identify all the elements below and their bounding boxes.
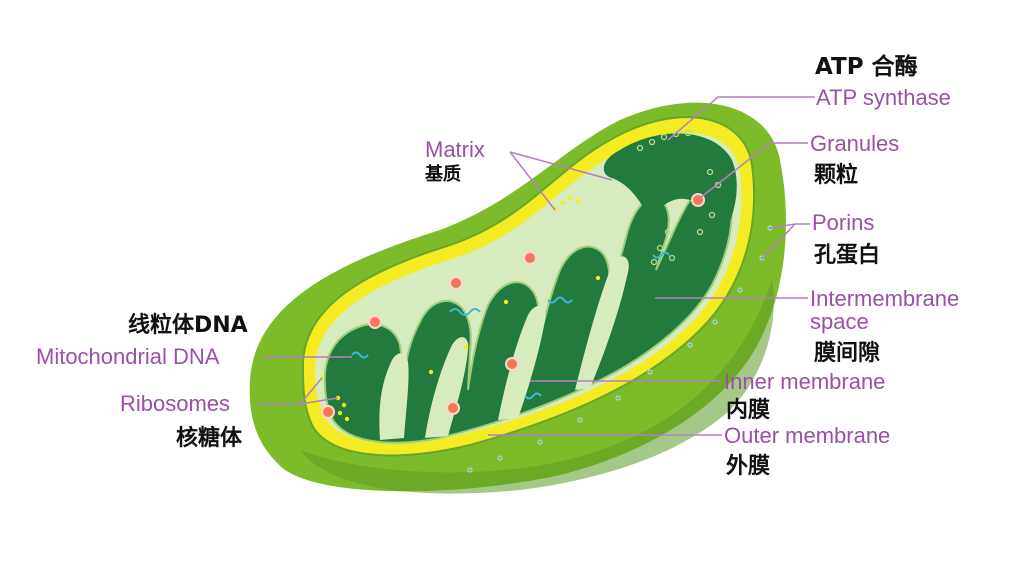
ribosome-dot (463, 344, 469, 350)
atp-particle (708, 211, 716, 219)
ribosomes-label-en: Ribosomes (120, 391, 231, 416)
crista-fold-1 (379, 353, 409, 440)
atp-particle (672, 130, 680, 138)
ribosome-dot (567, 195, 573, 201)
dna-strand (547, 296, 573, 304)
outer-membrane-label-cn: 外膜 (726, 454, 771, 479)
ribosome-dot (575, 198, 581, 204)
mitochondrial-dna (351, 251, 670, 400)
dna-strand (652, 251, 670, 259)
ribosomes (319, 195, 601, 422)
ribosome-dot (337, 410, 343, 416)
porin-dot (497, 455, 503, 461)
atp-particle (636, 144, 644, 152)
inner-membrane-label-en: Inner membrane (724, 369, 886, 394)
ribosome-dot (344, 416, 350, 422)
porins-label-cn: 孔蛋白 (814, 243, 881, 268)
granule-4 (368, 315, 382, 329)
porin-dots (467, 225, 773, 473)
intermembrane-label-cn: 膜间隙 (814, 341, 881, 366)
granule-2 (449, 276, 463, 290)
inner-membrane-label-cn: 内膜 (726, 398, 771, 423)
crista-fold-2 (425, 337, 469, 438)
atp-particle (684, 129, 692, 137)
porin-dot (687, 342, 693, 348)
leader-porins (762, 223, 810, 259)
outer-membrane-label-en: Outer membrane (724, 423, 891, 448)
granules-label-cn: 颗粒 (814, 163, 859, 188)
atp-particle (656, 244, 664, 252)
leader-atp-synthase (667, 96, 815, 141)
porin-dot (712, 319, 718, 325)
atp-synthase-particles (636, 129, 722, 266)
intermembrane-label-en-2: space (810, 309, 869, 334)
outer-membrane-shadow (300, 280, 774, 494)
atp-particle (660, 133, 668, 141)
atp-synthase-label-cn: ATP 合酶 (815, 54, 918, 80)
ribosome-dot (341, 402, 347, 408)
matrix-label-cn: 基质 (425, 164, 461, 185)
atp-synthase-label-en: ATP synthase (816, 85, 951, 110)
porins-label-en: Porins (812, 210, 875, 235)
atp-particle (648, 138, 656, 146)
mitochondrial-dna-label-en: Mitochondrial DNA (36, 344, 220, 369)
dna-strand (449, 308, 481, 316)
atp-particle (696, 228, 704, 236)
leader-granules (699, 142, 808, 199)
crista-fold-4 (575, 256, 629, 390)
matrix-label-en: Matrix (425, 137, 485, 162)
ribosome-dot (503, 299, 509, 305)
ribosome-dot (553, 206, 559, 212)
porin-dot (647, 369, 653, 375)
granule-7 (321, 405, 335, 419)
matrix-upper-right (603, 133, 737, 240)
crista-fold-3 (498, 305, 546, 420)
atp-particle (650, 258, 658, 266)
ribosome-dot (560, 200, 566, 206)
crista-fold-5 (550, 192, 603, 226)
ribosomes-label-cn: 核糖体 (176, 426, 243, 451)
mitochondrial-dna-label-cn: 线粒体DNA (128, 313, 248, 338)
granule-5 (505, 357, 519, 371)
porin-dot (737, 287, 743, 293)
atp-particle (668, 254, 676, 262)
porin-dot (615, 395, 621, 401)
atp-particle (706, 168, 714, 176)
porin-dot (537, 439, 543, 445)
leader-matrix (509, 151, 613, 211)
dna-strand (524, 392, 542, 400)
intermembrane-label-en-1: Intermembrane (810, 286, 960, 311)
granules-label-en: Granules (810, 131, 900, 156)
granule-6 (446, 401, 460, 415)
granule-3 (523, 251, 537, 265)
ribosome-dot (428, 369, 434, 375)
leader-ribosomes (258, 377, 339, 405)
dna-strand (351, 351, 369, 359)
porin-dot (577, 417, 583, 423)
crista-fold-6 (480, 252, 531, 286)
atp-particle (664, 228, 672, 236)
leader-lines (258, 96, 815, 436)
ribosome-dot (595, 275, 601, 281)
porin-dot (467, 467, 473, 473)
